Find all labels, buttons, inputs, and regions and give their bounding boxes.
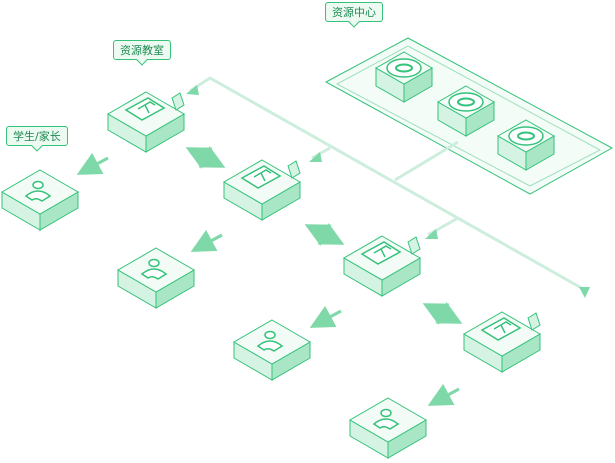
cloud-link-icon xyxy=(448,92,484,112)
double-arrow-1 xyxy=(185,146,226,169)
classroom-screen-icon xyxy=(360,236,421,265)
student-node-2 xyxy=(117,247,195,309)
student-node-3 xyxy=(233,319,311,381)
double-arrow-2 xyxy=(304,223,345,246)
arrow-to-student-2 xyxy=(190,229,223,252)
trunk-arrowheads xyxy=(186,85,590,298)
person-icon xyxy=(372,408,400,430)
arrowhead-classroom-4 xyxy=(579,287,590,298)
server-node-1 xyxy=(374,51,434,103)
arrowhead-classroom-3 xyxy=(425,229,438,239)
arrowhead-classroom-2 xyxy=(309,152,322,162)
double-arrow-3 xyxy=(422,302,463,325)
person-icon xyxy=(24,180,52,202)
student-node-1 xyxy=(1,169,79,231)
server-node-2 xyxy=(436,85,496,137)
arrow-to-student-1 xyxy=(76,152,109,175)
label-resource-center: 资源中心 xyxy=(325,2,383,22)
classroom-node-1 xyxy=(107,91,185,153)
server-node-3 xyxy=(496,119,556,171)
cloud-link-icon xyxy=(386,58,422,78)
arrowhead-classroom-1 xyxy=(186,85,199,95)
flow-arrows xyxy=(76,146,463,406)
classroom-screen-icon xyxy=(480,312,541,341)
label-resource-classroom: 资源教室 xyxy=(113,40,171,60)
student-node-4 xyxy=(349,397,427,459)
cloud-link-icon xyxy=(508,126,544,146)
classroom-node-3 xyxy=(343,235,421,297)
classroom-screen-icon xyxy=(240,160,301,189)
arrow-to-student-4 xyxy=(427,383,460,406)
classroom-node-4 xyxy=(463,311,541,373)
branch-line-classroom-2 xyxy=(311,146,331,160)
label-student-parent: 学生/家长 xyxy=(6,126,68,146)
classroom-node-2 xyxy=(223,159,301,221)
center-link-line xyxy=(394,140,459,182)
person-icon xyxy=(140,258,168,280)
arrow-to-student-3 xyxy=(309,305,342,328)
person-icon xyxy=(256,330,284,352)
classroom-screen-icon xyxy=(124,92,185,121)
